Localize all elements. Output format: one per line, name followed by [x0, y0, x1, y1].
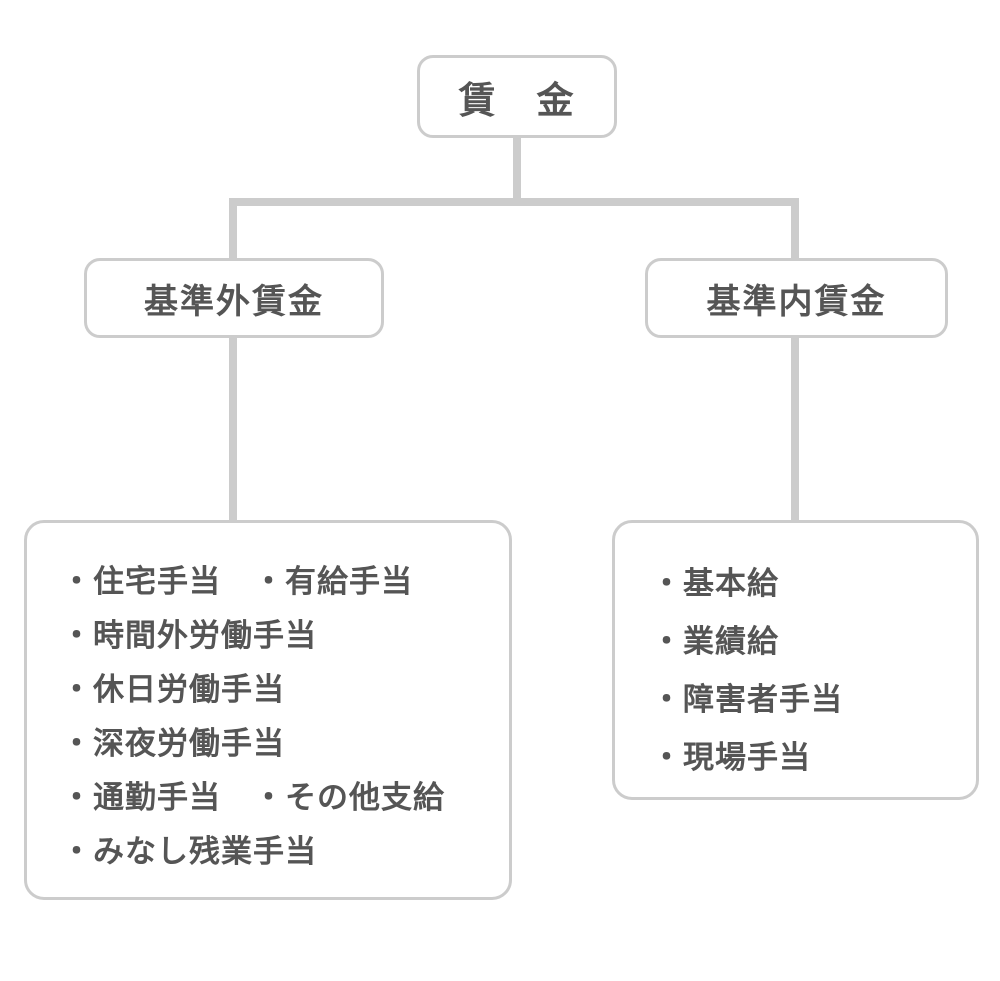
nonstandard-wage-list: ・住宅手当 ・有給手当 ・時間外労働手当 ・休日労働手当 ・深夜労働手当 ・通勤… [27, 523, 509, 879]
connector-root-stem [513, 136, 521, 204]
list-item: ・現場手当 [651, 740, 811, 775]
list-item: ・時間外労働手当 [61, 618, 317, 653]
branch-node-label: 基準外賃金 [144, 282, 324, 321]
list-item: ・深夜労働手当 [61, 726, 285, 761]
detail-box-nonstandard-wage: ・住宅手当 ・有給手当 ・時間外労働手当 ・休日労働手当 ・深夜労働手当 ・通勤… [24, 520, 512, 900]
branch-node-standard-wage: 基準内賃金 [645, 258, 948, 338]
standard-wage-list: ・基本給 ・業績給 ・障害者手当 ・現場手当 [615, 523, 976, 787]
list-item: ・基本給 [651, 566, 779, 601]
connector-horizontal-bar [229, 198, 799, 206]
connector-left-branch-drop [229, 198, 237, 262]
root-node-label: 賃 金 [458, 79, 576, 121]
list-item: ・休日労働手当 [61, 672, 285, 707]
detail-box-standard-wage: ・基本給 ・業績給 ・障害者手当 ・現場手当 [612, 520, 979, 800]
branch-node-nonstandard-wage: 基準外賃金 [84, 258, 384, 338]
branch-node-label: 基準内賃金 [706, 282, 887, 321]
connector-left-detail-drop [229, 334, 237, 524]
list-item: ・業績給 [651, 624, 779, 659]
list-item: ・住宅手当 ・有給手当 [61, 564, 413, 599]
connector-right-detail-drop [791, 334, 799, 524]
connector-right-branch-drop [791, 198, 799, 262]
root-node-wage: 賃 金 [417, 55, 617, 138]
list-item: ・みなし残業手当 [61, 834, 317, 869]
list-item: ・障害者手当 [651, 682, 843, 717]
list-item: ・通勤手当 ・その他支給 [61, 780, 445, 815]
